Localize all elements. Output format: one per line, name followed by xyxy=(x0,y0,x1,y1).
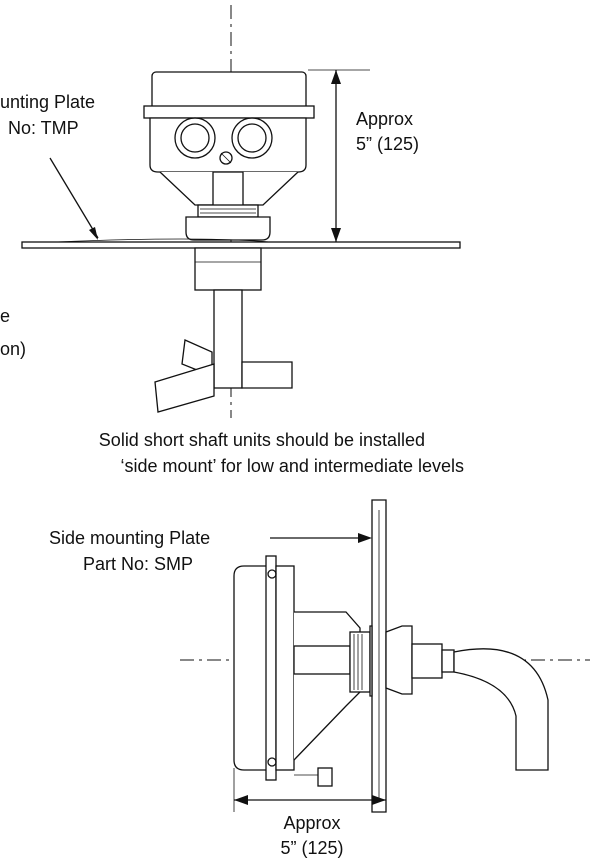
side-enclosure-flange-b xyxy=(275,565,295,771)
plate-bevel xyxy=(54,238,271,243)
cover-screw xyxy=(219,151,233,165)
top-plate-label-line2: No: TMP xyxy=(8,118,79,138)
left-cut-label-line2: on) xyxy=(0,339,26,359)
caption: Solid short shaft units should be instal… xyxy=(99,430,464,476)
side-plate-label-line1: Side mounting Plate xyxy=(49,528,210,548)
side-dimension-line2: 5” (125) xyxy=(280,838,343,858)
caption-line1: Solid short shaft units should be instal… xyxy=(99,430,425,450)
cover-screw-slot xyxy=(220,152,232,164)
paddle-blade-right xyxy=(241,361,293,389)
top-mounting-plate xyxy=(21,241,461,249)
caption-line2: ‘side mount’ for low and intermediate le… xyxy=(120,456,464,476)
side-dim-arrow-right xyxy=(372,795,386,805)
top-mount-view: unting Plate No: TMP Approx 5” (125) e o… xyxy=(0,5,461,418)
enclosure-lid xyxy=(151,71,307,111)
cable-gland-left-inner xyxy=(180,123,210,153)
side-dim-arrow-left xyxy=(234,795,248,805)
dim-arrow-top xyxy=(331,70,341,84)
dim-arrow-bottom xyxy=(331,228,341,242)
top-dimension-line2: 5” (125) xyxy=(356,134,419,154)
side-plate-leader-arrowhead xyxy=(358,533,372,543)
paddle-blade-front xyxy=(154,363,215,413)
side-enclosure-body xyxy=(233,565,269,771)
side-process-nut xyxy=(385,625,413,695)
side-plate-label-line2: Part No: SMP xyxy=(83,554,193,574)
side-mount-view: Side mounting Plate Part No: SMP Approx … xyxy=(49,499,590,858)
plate-leader-line xyxy=(49,157,99,239)
cable-gland-right xyxy=(231,117,273,159)
side-neck-shaft xyxy=(293,645,351,675)
plate-leader-arrowhead xyxy=(89,227,98,240)
thread-coupling xyxy=(197,204,259,218)
side-screw-bottom xyxy=(267,757,277,767)
side-shaft xyxy=(441,649,455,673)
side-process-connection xyxy=(411,643,443,679)
top-plate-label-line1: unting Plate xyxy=(0,92,95,112)
cable-gland-left xyxy=(174,117,216,159)
enclosure-flange xyxy=(143,105,315,119)
top-enclosure xyxy=(143,71,315,241)
process-connection xyxy=(194,247,262,291)
neck-shaft-housing xyxy=(212,171,244,211)
side-screw-top xyxy=(267,569,277,579)
left-cut-label-line1: e xyxy=(0,306,10,326)
side-cover-screw xyxy=(317,767,333,787)
side-thread-coupling xyxy=(349,631,371,693)
cable-gland-right-inner xyxy=(237,123,267,153)
process-nut xyxy=(185,216,271,241)
side-dimension-line1: Approx xyxy=(283,813,340,833)
side-thread-edge xyxy=(369,625,373,697)
top-dimension-line1: Approx xyxy=(356,109,413,129)
side-enclosure-flange-a xyxy=(265,555,277,781)
side-paddle xyxy=(453,648,549,771)
paddle-shaft xyxy=(213,289,243,389)
